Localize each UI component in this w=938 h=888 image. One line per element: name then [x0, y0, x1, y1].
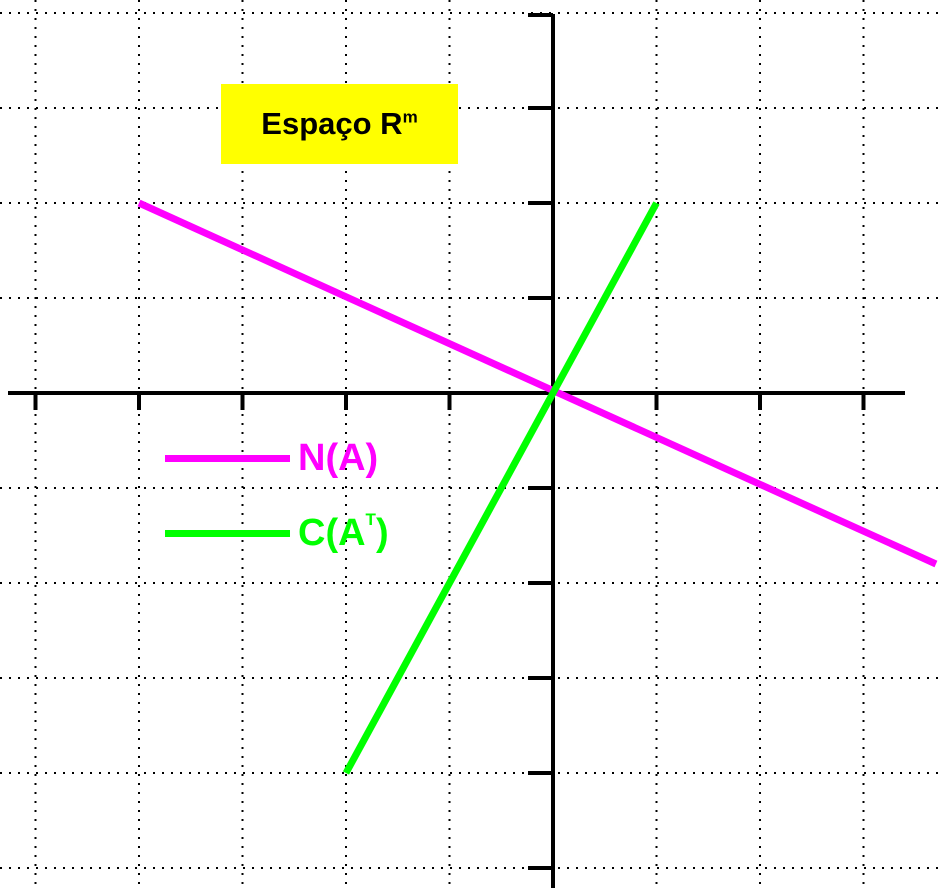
legend-label-end: ): [375, 512, 389, 554]
axes: [8, 13, 905, 888]
legend-label-main: N(A): [298, 437, 379, 479]
chart-title: Espaço Rm: [261, 106, 417, 142]
series-line-0: [137, 199, 938, 568]
series-line-1: [342, 201, 660, 775]
chart-title-main: Espaço R: [261, 106, 403, 141]
chart-title-superscript: m: [402, 107, 418, 127]
legend-swatch-row-space: [165, 530, 290, 537]
legend-item-row-space: C(AT): [165, 510, 389, 555]
legend-swatch-null-space: [165, 455, 290, 462]
series-lines: [137, 199, 938, 775]
chart-title-box: Espaço Rm: [221, 84, 458, 164]
legend-label-sup: T: [365, 510, 376, 530]
legend-label-row-space: C(AT): [298, 510, 389, 555]
legend-label-main: C(A: [298, 512, 366, 554]
legend-item-null-space: N(A): [165, 437, 378, 480]
legend-label-null-space: N(A): [298, 437, 378, 480]
